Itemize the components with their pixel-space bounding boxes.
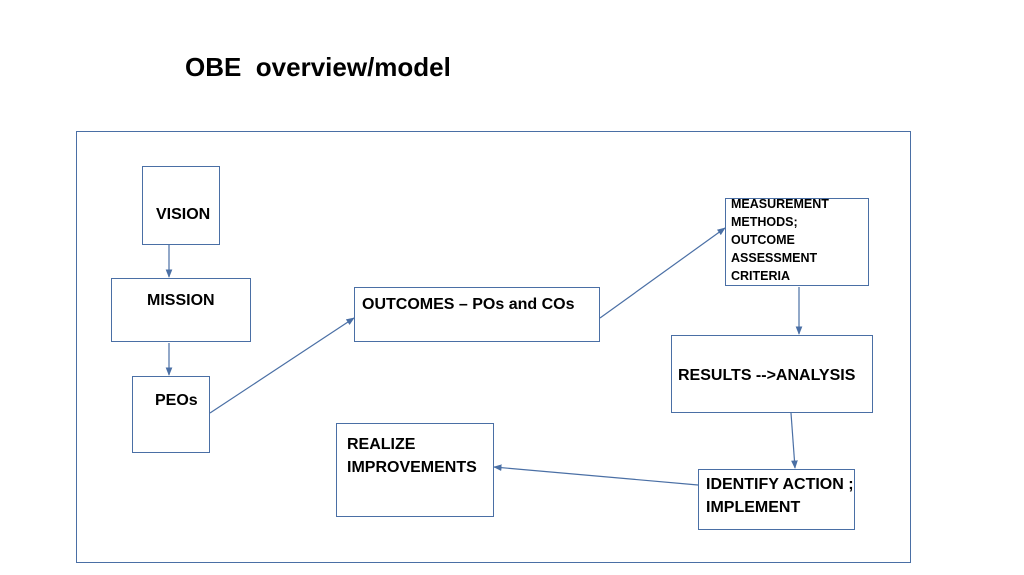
mission-label: MISSION: [147, 292, 215, 309]
arrow-identify-to-realize: [493, 464, 699, 486]
arrow-outcomes-to-measurement: [599, 227, 726, 319]
peos-box: [132, 376, 210, 453]
vision-box: [142, 166, 220, 245]
outcomes-label: OUTCOMES – POs and COs: [362, 296, 575, 313]
measurement-label: MEASUREMENT METHODS; OUTCOME ASSESSMENT …: [731, 197, 829, 283]
peos-label: PEOs: [155, 392, 198, 409]
vision-label: VISION: [156, 206, 211, 223]
realize-box: [336, 423, 494, 517]
results-label: RESULTS -->ANALYSIS: [678, 367, 856, 384]
measurement-box: [725, 198, 869, 286]
results-box: [671, 335, 873, 413]
slide-title: OBE overview/model: [185, 52, 451, 82]
mission-box: [111, 278, 251, 342]
arrow-results-to-identify: [790, 412, 798, 469]
outcomes-box: [354, 287, 600, 342]
identify-label: IDENTIFY ACTION ; IMPLEMENT: [706, 476, 854, 516]
identify-box: [698, 469, 855, 530]
arrow-peos-to-outcomes: [209, 317, 355, 414]
realize-label: REALIZE IMPROVEMENTS: [347, 436, 477, 476]
diagram-frame: [76, 131, 911, 563]
